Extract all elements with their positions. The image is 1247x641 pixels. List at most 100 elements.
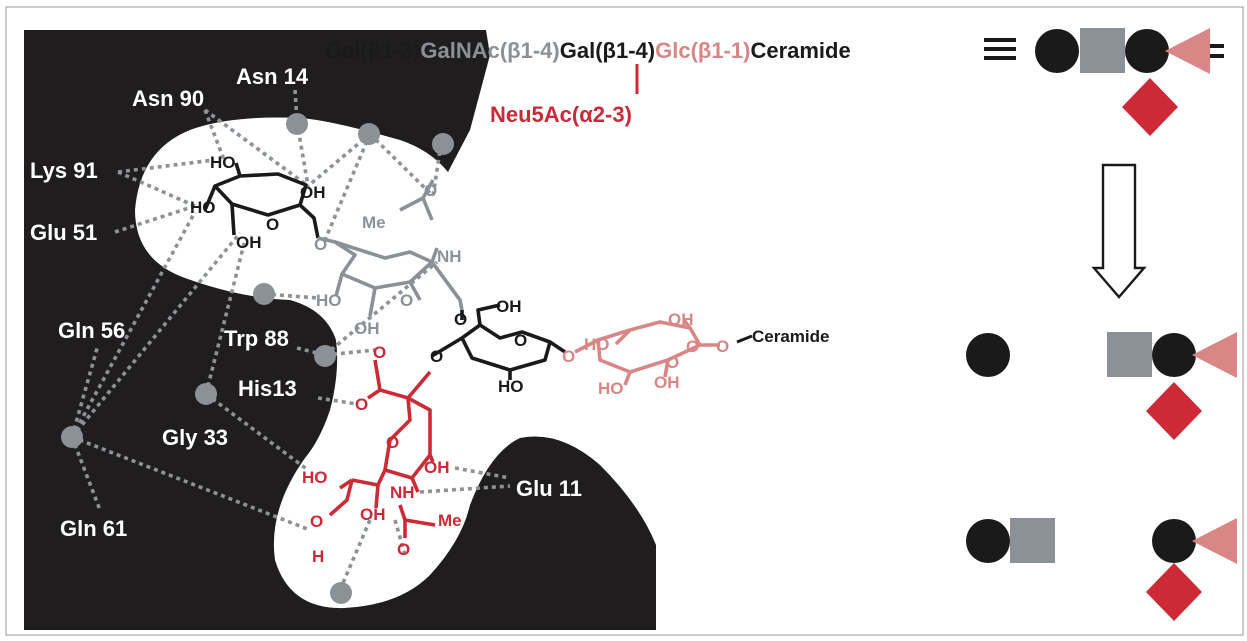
gal-symbol — [1125, 29, 1169, 73]
residue-gln56: Gln 56 — [58, 318, 125, 343]
seq-link3: (β1-4) — [595, 38, 655, 63]
residue-glu11: Glu 11 — [516, 476, 582, 501]
neu5ac-ring — [328, 359, 436, 538]
neu5ac-me: Me — [438, 511, 462, 530]
seq-gal2: Gal — [560, 38, 595, 63]
snfg-fragment-row-1 — [966, 332, 1237, 440]
seq-link5: (α2-3) — [572, 102, 632, 127]
water-7 — [61, 426, 83, 448]
galnac-ho: HO — [316, 291, 342, 310]
galnac-symbol — [1080, 28, 1125, 73]
seq-link2: (β1-4) — [500, 38, 560, 63]
water-5 — [314, 345, 336, 367]
gal-ho-6: HO — [190, 198, 216, 217]
neu5ac-branch: Neu5Ac(α2-3) — [490, 102, 632, 127]
glycan-sequence: Gal(β1-3)GalNAc(β1-4)Gal(β1-4)Glc(β1-1)C… — [325, 38, 851, 63]
residue-gln61: Gln 61 — [60, 516, 127, 541]
snfg-fragment-row-2 — [966, 518, 1237, 621]
gal2-oh-6: OH — [496, 297, 522, 316]
galnac-symbol — [1010, 518, 1055, 563]
water-8 — [330, 582, 352, 604]
glc-symbol — [1165, 28, 1210, 74]
gal2-o-3: O — [430, 347, 443, 366]
residue-his13: His13 — [238, 376, 297, 401]
neu5ac-carboxyl-o: O — [355, 395, 368, 414]
glc-symbol — [1192, 332, 1237, 378]
water-4 — [253, 283, 275, 305]
gal-oh-2: OH — [236, 233, 262, 252]
binding-site — [24, 30, 656, 630]
residue-asn14: Asn 14 — [236, 64, 309, 89]
residue-lys91: Lys 91 — [30, 158, 98, 183]
water-3 — [432, 133, 454, 155]
galnac-carbonyl-o: O — [424, 181, 437, 200]
water-6 — [195, 383, 217, 405]
gal-symbol — [1035, 29, 1079, 73]
ceramide-bond — [736, 334, 753, 344]
gal-symbol — [966, 519, 1010, 563]
residue-gly33: Gly 33 — [162, 425, 228, 450]
atom-labels: HO OH HO OH O O Me O NH HO OH O OH O O O… — [190, 153, 829, 566]
glc-oh-2: OH — [654, 373, 680, 392]
gal-oh-3: OH — [300, 183, 326, 202]
water-1 — [286, 113, 308, 135]
neu5ac-oh-4: OH — [424, 458, 450, 477]
glc-ring — [574, 318, 720, 386]
neu5ac-ho: HO — [302, 468, 328, 487]
gal-symbol — [1152, 519, 1196, 563]
glc-ho-1: HO — [584, 335, 610, 354]
neu5ac-h: H — [312, 547, 324, 566]
gal-inner-ring — [431, 303, 566, 380]
ceramide-atom-label: Ceramide — [752, 327, 829, 346]
residue-asn90: Asn 90 — [132, 86, 204, 111]
gal-symbol — [1152, 333, 1196, 377]
seq-gal: Gal — [325, 38, 360, 63]
water-2 — [358, 123, 380, 145]
gal-terminal-ring — [203, 162, 320, 239]
seq-link1: (β1-3) — [360, 38, 420, 63]
gal-ho-4: HO — [210, 153, 236, 172]
neu5ac-carbonyl-o: O — [373, 343, 386, 362]
equivalence-mark — [984, 38, 1016, 60]
galnac-ring — [317, 179, 464, 317]
neu5ac-o-9: O — [310, 512, 323, 531]
figure-frame — [5, 6, 1244, 636]
galnac-ring-o: O — [400, 291, 413, 310]
neu5ac-nh: NH — [390, 483, 415, 502]
seq-neu5ac: Neu5Ac — [490, 102, 572, 127]
neu5ac-ring-o: O — [386, 433, 399, 452]
gal-ring-o: O — [266, 215, 279, 234]
glc-link-o: O — [562, 347, 575, 366]
galnac-symbol — [1107, 332, 1152, 377]
glc-ring-o: O — [686, 337, 699, 356]
galnac-oh: OH — [354, 319, 380, 338]
residue-labels: Asn 14 Asn 90 Lys 91 Glu 51 Gln 56 Trp 8… — [30, 64, 582, 541]
seq-galnac: GalNAc — [420, 38, 499, 63]
glc-oh-top: OH — [668, 310, 694, 329]
glc-symbol — [1192, 518, 1237, 564]
seq-ceramide: Ceramide — [750, 38, 850, 63]
glc-o-5: O — [666, 353, 679, 372]
neu5ac-amide-o: O — [397, 540, 410, 559]
residue-glu51: Glu 51 — [30, 220, 97, 245]
gal2-o-4: O — [454, 310, 467, 329]
galnac-me: Me — [362, 213, 386, 232]
residue-trp88: Trp 88 — [224, 326, 289, 351]
gal-symbol — [966, 333, 1010, 377]
seq-glc: Glc — [655, 38, 690, 63]
gal2-ring-o: O — [514, 331, 527, 350]
glc-ho-6: HO — [598, 379, 624, 398]
neu5ac-symbol — [1122, 78, 1178, 136]
water-molecules — [61, 113, 454, 604]
neu5ac-oh-8: OH — [360, 505, 386, 524]
snfg-full-glycan — [1035, 28, 1224, 136]
neu5ac-symbol — [1146, 563, 1202, 621]
down-arrow — [1091, 163, 1147, 299]
gal2-ho: HO — [498, 377, 524, 396]
glc-o-1: O — [716, 337, 729, 356]
galnac-nh: NH — [437, 247, 462, 266]
seq-link4: (β1-1) — [691, 38, 751, 63]
galnac-link-o: O — [314, 235, 327, 254]
